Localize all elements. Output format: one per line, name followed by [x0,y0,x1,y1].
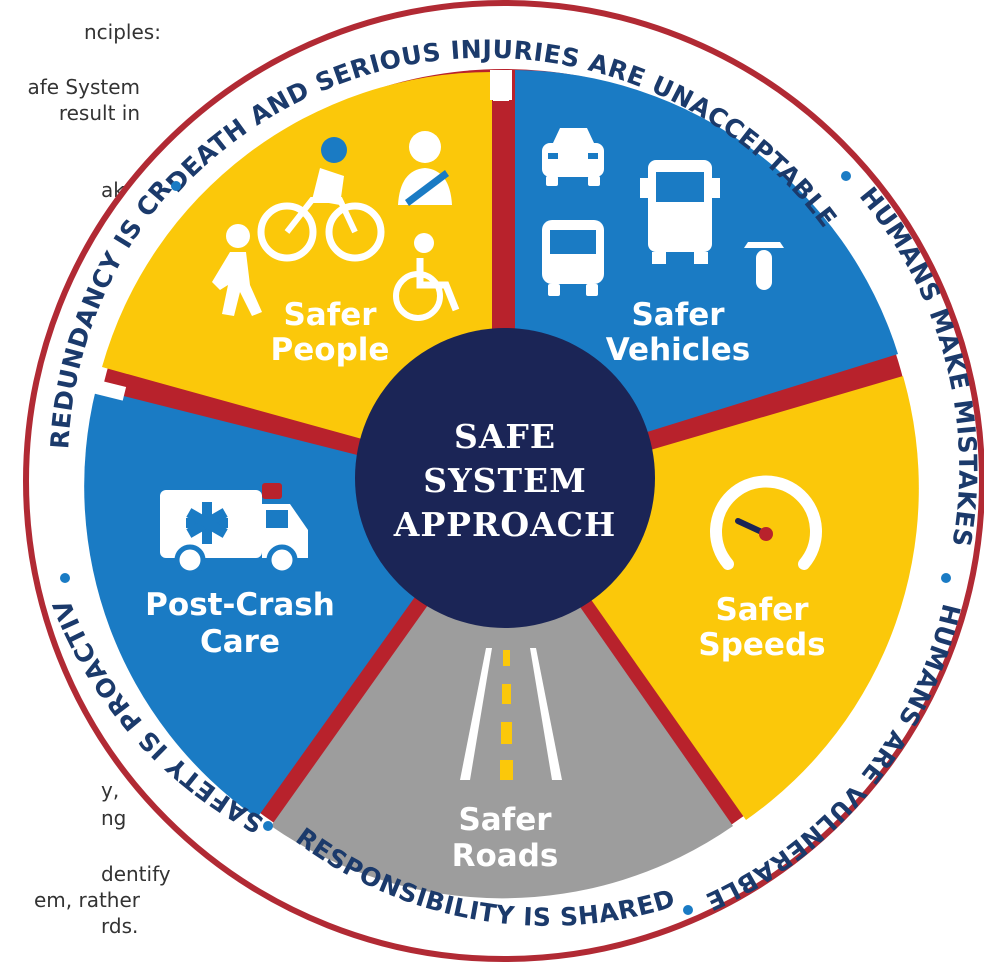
separator-dot [683,905,693,915]
center-title-line: APPROACH [393,505,616,544]
label-safer-roads: Safer [458,802,552,838]
text-line: em, rather [33,888,140,912]
road-icon [460,648,562,780]
text-line: dentify [101,862,171,886]
motorcycle-icon [744,242,784,290]
text-line: rds. [101,914,139,938]
center-title-line: SAFE [454,417,556,456]
label-safer-people: Safer [283,297,377,333]
left-notch [83,377,127,401]
separator-dot [60,573,70,583]
speedometer-icon [710,475,822,570]
center-title-line: SYSTEM [423,461,586,500]
bus-icon [542,220,604,296]
separator-dot [263,821,273,831]
text-line: ng [101,806,127,830]
car-icon [542,128,604,186]
truck-icon [640,160,720,264]
top-notch [490,70,512,100]
text-line: nciples: [84,20,161,44]
seatbelt-driver-icon [398,131,452,206]
separator-dot [941,573,951,583]
ambulance-icon [160,483,308,576]
label-safer-vehicles: Safer [631,297,725,333]
text-line: result in [58,101,140,125]
label-safer-speeds: Safer [715,592,809,628]
label-post-crash-care: Post-Crash [145,587,335,623]
label-safer-speeds: Speeds [698,627,825,663]
label-post-crash-care: Care [200,624,280,660]
pedestrian-icon [212,224,262,316]
label-safer-roads: Roads [452,838,559,874]
label-safer-vehicles: Vehicles [606,332,751,368]
label-safer-people: People [271,332,390,368]
text-line: afe System [27,75,140,99]
separator-dot [171,181,181,191]
center-circle [355,328,655,628]
separator-dots [60,171,951,915]
separator-dot [841,171,851,181]
text-line: y, [101,778,120,802]
wheelchair-icon [393,233,460,321]
cyclist-icon [257,137,385,262]
